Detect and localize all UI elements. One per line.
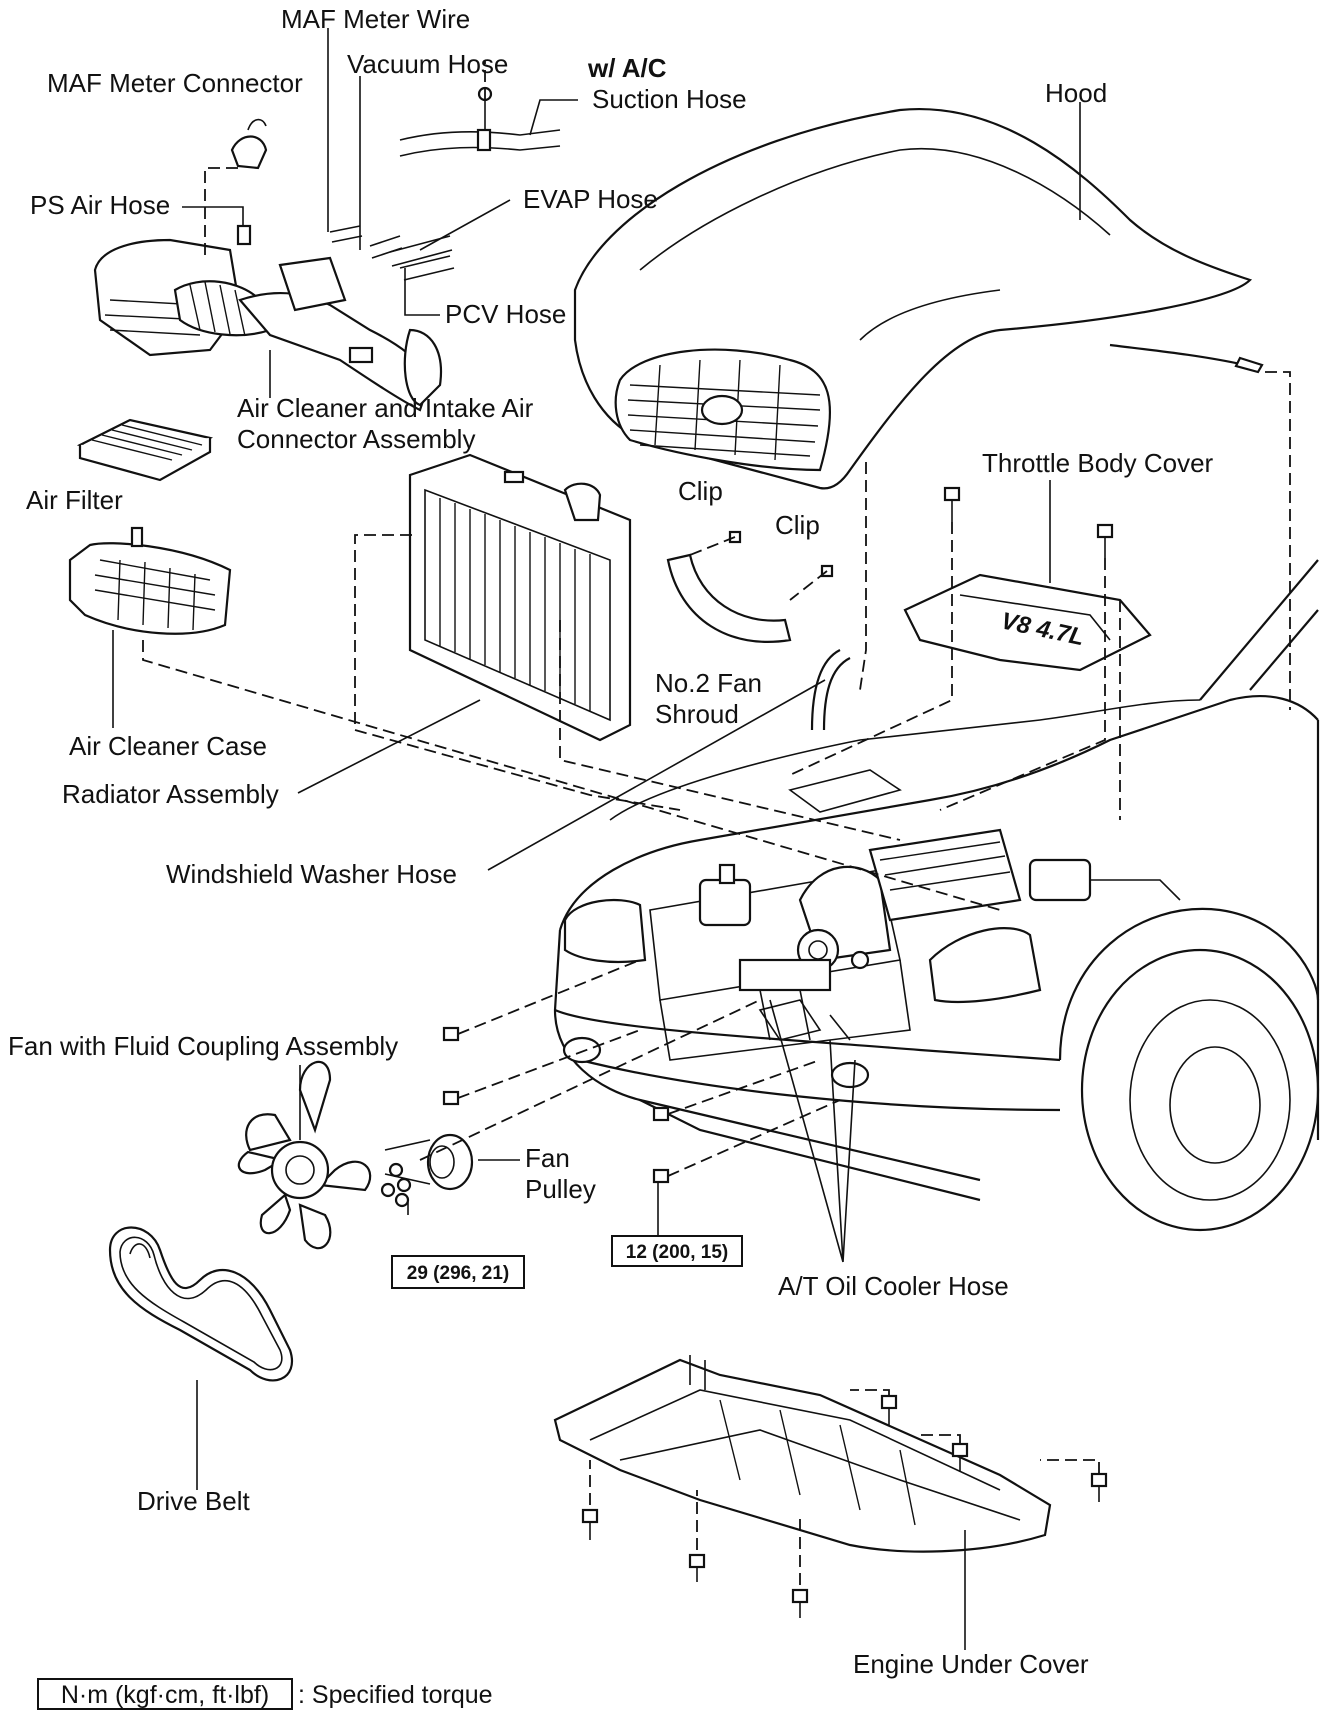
label-throttle-body-cover: Throttle Body Cover xyxy=(982,448,1214,478)
bolt xyxy=(442,1026,460,1042)
legend-unit: N·m (kgf·cm, ft·lbf) xyxy=(61,1681,269,1709)
bolt xyxy=(688,1553,706,1582)
label-hood: Hood xyxy=(1045,78,1107,108)
torque-fan-pulley: 29 (296, 21) xyxy=(407,1263,509,1284)
label-engine-under-cover: Engine Under Cover xyxy=(853,1649,1089,1679)
label-fan-pulley-line1: Fan xyxy=(525,1143,570,1173)
label-drive-belt: Drive Belt xyxy=(137,1486,250,1516)
legend-unit-box xyxy=(37,1678,293,1710)
label-air-cleaner-case: Air Cleaner Case xyxy=(69,731,267,761)
torque-legend: N·m (kgf·cm, ft·lbf) : Specified torque xyxy=(37,1678,493,1710)
label-windshield-washer-hose: Windshield Washer Hose xyxy=(166,859,457,889)
label-fan-pulley-line2: Pulley xyxy=(525,1174,596,1204)
bolt xyxy=(791,1588,809,1618)
drive-belt-part xyxy=(108,1226,293,1382)
leader-lines xyxy=(112,28,1081,1650)
label-no2-fan-shroud-line1: No.2 Fan xyxy=(655,668,762,698)
bolt xyxy=(880,1394,898,1426)
assembly-lines xyxy=(142,60,1291,1585)
label-maf-meter-connector: MAF Meter Connector xyxy=(47,68,303,98)
torque-specs: 29 (296, 21) 12 (200, 15) xyxy=(391,1235,743,1289)
under-cover-part xyxy=(553,1355,1052,1553)
label-clip: Clip xyxy=(775,510,820,540)
label-radiator-assembly: Radiator Assembly xyxy=(62,779,279,809)
legend-text: : Specified torque xyxy=(298,1681,493,1709)
label-fan-fluid-coupling: Fan with Fluid Coupling Assembly xyxy=(8,1031,398,1061)
bolt xyxy=(652,1168,670,1184)
label-suction-hose: Suction Hose xyxy=(592,84,747,114)
torque-box-bracket xyxy=(611,1235,743,1267)
label-maf-meter-wire: MAF Meter Wire xyxy=(281,4,470,34)
label-pcv-hose: PCV Hose xyxy=(445,299,566,329)
label-ps-air-hose: PS Air Hose xyxy=(30,190,170,220)
vehicle-body xyxy=(553,559,1320,1232)
label-clip: Clip xyxy=(678,476,723,506)
fan-pulley-part xyxy=(380,1133,474,1208)
labels: MAF Meter Wire MAF Meter Connector Vacuu… xyxy=(8,4,1214,1679)
label-at-oil-cooler-hose: A/T Oil Cooler Hose xyxy=(778,1271,1009,1301)
label-air-cleaner-assy-line2: Connector Assembly xyxy=(237,424,475,454)
throttle-cover-part: V8 4.7L xyxy=(903,573,1152,672)
bolt xyxy=(1090,1472,1108,1502)
bolt xyxy=(1096,523,1114,558)
torque-bracket: 12 (200, 15) xyxy=(626,1242,728,1263)
intake-components xyxy=(93,86,561,412)
bolt xyxy=(652,1106,670,1122)
torque-box-fan-pulley xyxy=(391,1255,525,1289)
bolt xyxy=(943,486,961,522)
bolt xyxy=(951,1442,969,1472)
washer-hose-part-inner xyxy=(822,657,851,731)
label-air-cleaner-assy-line1: Air Cleaner and Intake Air xyxy=(237,393,534,423)
label-evap-hose: EVAP Hose xyxy=(523,184,658,214)
bolt xyxy=(442,1090,460,1106)
label-with-ac: w/ A/C xyxy=(587,53,667,83)
fan-part xyxy=(237,1060,372,1250)
hood-part xyxy=(573,107,1264,490)
washer-hose-part xyxy=(810,649,841,731)
air-filter-part xyxy=(76,418,214,482)
label-air-filter: Air Filter xyxy=(26,485,123,515)
label-no2-fan-shroud-line2: Shroud xyxy=(655,699,739,729)
bolt xyxy=(581,1508,599,1540)
air-cleaner-case-part xyxy=(68,526,232,635)
radiator-part xyxy=(408,453,632,742)
label-vacuum-hose: Vacuum Hose xyxy=(347,49,508,79)
